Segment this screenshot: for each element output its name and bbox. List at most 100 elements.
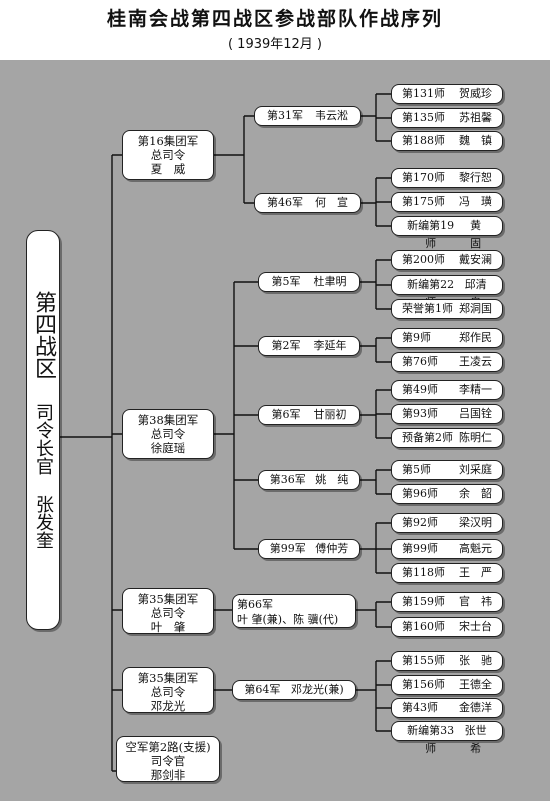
division-box: 第155师 张 驰 bbox=[391, 651, 503, 671]
division-box: 新编第33师张世希 bbox=[391, 721, 503, 755]
army-box: 第46军 何 宣 bbox=[254, 193, 361, 213]
army-unit: 第2军 bbox=[271, 339, 301, 352]
division-leader: 高魁元 bbox=[459, 542, 492, 555]
division-box: 第159师 官 祎 bbox=[391, 592, 503, 612]
group-army-box: 第35集团军 总司令 邓龙光 bbox=[122, 667, 214, 713]
division-leader: 郑洞国 bbox=[459, 302, 492, 315]
group-role: 总司令 bbox=[150, 606, 186, 620]
army-unit: 第99军 bbox=[269, 542, 306, 555]
division-unit: 新编第19师 bbox=[407, 219, 455, 250]
division-box: 荣誉第1师郑洞国 bbox=[391, 299, 503, 319]
division-box: 第9师 郑作民 bbox=[391, 328, 503, 348]
group-role: 总司令 bbox=[150, 685, 186, 699]
army-unit: 第46军 bbox=[267, 196, 303, 209]
group-army-box: 第38集团军 总司令 徐庭瑶 bbox=[122, 409, 214, 459]
division-unit: 第9师 bbox=[402, 331, 431, 344]
division-leader: 张 驰 bbox=[459, 654, 492, 667]
division-unit: 第93师 bbox=[402, 407, 438, 420]
division-leader: 王 严 bbox=[459, 566, 492, 579]
chart-title: 桂南会战第四战区参战部队作战序列 bbox=[106, 8, 443, 30]
division-unit: 第188师 bbox=[402, 134, 445, 147]
division-unit: 第159师 bbox=[402, 595, 445, 608]
division-unit: 预备第2师 bbox=[402, 431, 453, 444]
division-unit: 第200师 bbox=[402, 253, 445, 266]
army-leader: 姚 纯 bbox=[315, 473, 349, 486]
army-box: 第64军 邓龙光(兼) bbox=[232, 680, 356, 700]
group-army-box: 第16集团军 总司令 夏 威 bbox=[122, 130, 214, 180]
army-leader: 叶 肇(兼)、陈 骥(代) bbox=[237, 613, 339, 626]
root-commander: 张发奎 bbox=[33, 495, 54, 549]
division-box: 第49师李精一 bbox=[391, 380, 503, 400]
army-leader: 李延年 bbox=[313, 339, 347, 352]
division-leader: 黄 固 bbox=[470, 219, 493, 250]
division-leader: 余 韶 bbox=[459, 487, 492, 500]
division-leader: 苏祖馨 bbox=[459, 111, 492, 124]
group-name: 第16集团军 bbox=[137, 134, 199, 148]
division-unit: 第43师 bbox=[402, 701, 438, 714]
group-leader: 那剑非 bbox=[150, 768, 186, 782]
root-command-box: 第四战区 司令长官 张发奎 bbox=[26, 230, 60, 630]
division-unit: 第135师 bbox=[402, 111, 445, 124]
division-box: 第160师 宋士台 bbox=[391, 617, 503, 637]
group-role: 司令官 bbox=[150, 754, 186, 768]
division-leader: 李精一 bbox=[459, 383, 492, 396]
division-box: 第93师 吕国铨 bbox=[391, 404, 503, 424]
division-leader: 梁汉明 bbox=[459, 516, 492, 529]
division-leader: 宋士台 bbox=[459, 620, 492, 633]
division-leader: 刘采庭 bbox=[459, 463, 492, 476]
group-name: 第35集团军 bbox=[137, 671, 199, 685]
division-leader: 金德洋 bbox=[459, 701, 492, 714]
division-leader: 戴安澜 bbox=[459, 253, 492, 266]
division-unit: 新编第22师 bbox=[407, 278, 455, 309]
division-leader: 王凌云 bbox=[459, 355, 492, 368]
group-role: 总司令 bbox=[150, 427, 186, 441]
division-unit: 第76师 bbox=[402, 355, 438, 368]
chart-subtitle: ( 1939年12月 ) bbox=[227, 37, 323, 52]
division-box: 新编第19师黄 固 bbox=[391, 216, 503, 250]
division-box: 新编第22师邱清泉 bbox=[391, 275, 503, 309]
division-box: 第135师 苏祖馨 bbox=[391, 108, 503, 128]
division-leader: 邱清泉 bbox=[464, 278, 487, 309]
division-leader: 官 祎 bbox=[459, 595, 492, 608]
division-box: 第156师王德全 bbox=[391, 675, 503, 695]
division-unit: 荣誉第1师 bbox=[402, 302, 453, 315]
division-unit: 第99师 bbox=[402, 542, 438, 555]
army-unit: 第6军 bbox=[271, 408, 301, 421]
group-name: 空军第2路(支援) bbox=[125, 740, 211, 754]
group-leader: 徐庭瑶 bbox=[150, 441, 186, 455]
army-box: 第6军 甘丽初 bbox=[258, 405, 360, 425]
division-leader: 陈明仁 bbox=[459, 431, 492, 444]
air-force-box: 空军第2路(支援) 司令官 那剑非 bbox=[116, 736, 220, 782]
division-unit: 新编第33师 bbox=[407, 724, 455, 755]
army-unit: 第64军 bbox=[244, 683, 281, 696]
army-leader: 傅仲芳 bbox=[315, 542, 349, 555]
division-leader: 魏 镇 bbox=[459, 134, 492, 147]
division-unit: 第5师 bbox=[402, 463, 431, 476]
group-name: 第35集团军 bbox=[137, 592, 199, 606]
group-leader: 夏 威 bbox=[150, 162, 186, 176]
division-box: 第131师贺威珍 bbox=[391, 84, 503, 104]
group-leader: 叶 肇 bbox=[150, 620, 186, 634]
army-unit: 第5军 bbox=[271, 275, 301, 288]
army-box: 第99军 傅仲芳 bbox=[258, 539, 360, 559]
division-box: 第43师 金德洋 bbox=[391, 698, 503, 718]
division-unit: 第155师 bbox=[402, 654, 445, 667]
division-unit: 第160师 bbox=[402, 620, 445, 633]
division-leader: 王德全 bbox=[459, 678, 492, 691]
group-army-box: 第35集团军 总司令 叶 肇 bbox=[122, 588, 214, 634]
army-leader: 韦云淞 bbox=[315, 109, 348, 122]
army-unit: 第36军 bbox=[269, 473, 306, 486]
division-leader: 冯 璜 bbox=[459, 195, 492, 208]
division-box: 第118师王 严 bbox=[391, 563, 503, 583]
group-leader: 邓龙光 bbox=[150, 699, 186, 713]
division-box: 第92师 梁汉明 bbox=[391, 513, 503, 533]
division-unit: 第92师 bbox=[402, 516, 438, 529]
division-unit: 第175师 bbox=[402, 195, 445, 208]
division-leader: 吕国铨 bbox=[459, 407, 492, 420]
army-box: 第2军 李延年 bbox=[258, 336, 360, 356]
army-box: 第36军 姚 纯 bbox=[258, 470, 360, 490]
army-leader: 甘丽初 bbox=[313, 408, 347, 421]
army-leader: 邓龙光(兼) bbox=[291, 683, 344, 696]
division-leader: 郑作民 bbox=[459, 331, 492, 344]
